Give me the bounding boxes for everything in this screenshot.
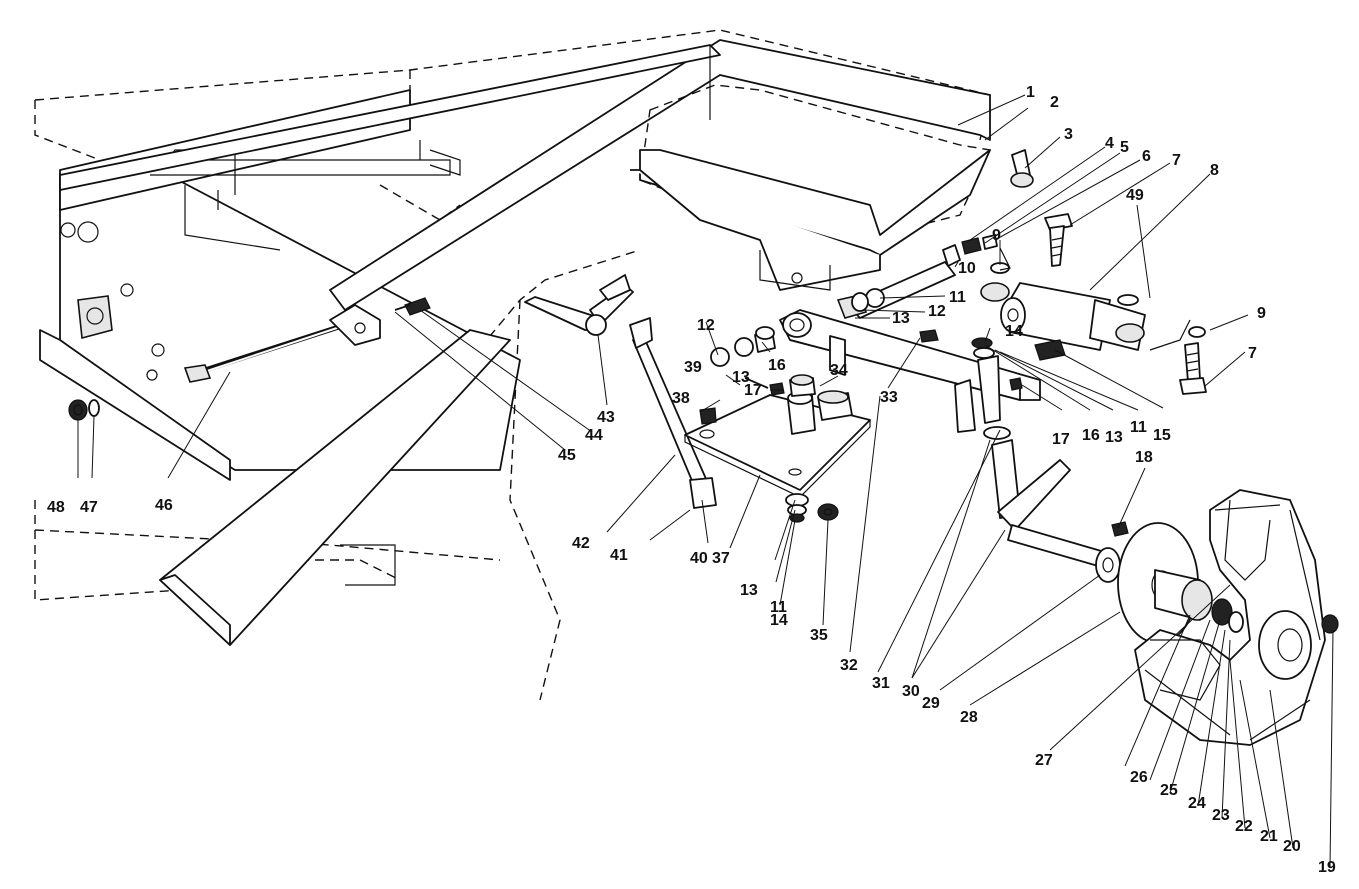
front-axle bbox=[779, 309, 1041, 433]
callout-27: 27 bbox=[1035, 752, 1053, 769]
frame-side-panel bbox=[39, 89, 521, 481]
callout-17a: 17 bbox=[1052, 431, 1070, 448]
callout-34: 34 bbox=[830, 362, 848, 379]
callout-30: 30 bbox=[902, 683, 920, 700]
bolt-lower bbox=[1179, 342, 1207, 395]
spindle-assembly bbox=[971, 337, 1129, 571]
callout-13a: 13 bbox=[892, 310, 910, 327]
callout-41: 41 bbox=[610, 547, 628, 564]
callout-26: 26 bbox=[1130, 769, 1148, 786]
wheel-assembly bbox=[1095, 489, 1339, 746]
callout-48: 48 bbox=[47, 499, 65, 516]
callout-11a: 11 bbox=[949, 289, 966, 306]
nut-washer-left bbox=[68, 399, 100, 421]
callout-45: 45 bbox=[558, 447, 576, 464]
pivot-tube-assembly bbox=[836, 234, 998, 319]
frame-rails bbox=[59, 39, 991, 311]
callout-10: 10 bbox=[958, 260, 976, 277]
callout-46: 46 bbox=[155, 497, 173, 514]
callout-40: 40 bbox=[690, 550, 708, 567]
callout-44: 44 bbox=[585, 427, 603, 444]
callout-22: 22 bbox=[1235, 818, 1253, 835]
callout-33: 33 bbox=[880, 389, 898, 406]
callout-31: 31 bbox=[872, 675, 890, 692]
callout-25: 25 bbox=[1160, 782, 1178, 799]
callout-20: 20 bbox=[1283, 838, 1301, 855]
callout-14b: 14 bbox=[770, 612, 788, 629]
callout-8: 8 bbox=[1210, 162, 1219, 179]
callout-18: 18 bbox=[1135, 449, 1153, 466]
callout-13d: 13 bbox=[740, 582, 758, 599]
callout-37: 37 bbox=[712, 550, 730, 567]
callout-6: 6 bbox=[1142, 148, 1151, 165]
tie-rod bbox=[183, 297, 431, 383]
callout-2: 2 bbox=[1050, 94, 1059, 111]
mounting-plate bbox=[684, 374, 871, 498]
callout-24: 24 bbox=[1188, 795, 1206, 812]
callout-16a: 16 bbox=[1082, 427, 1100, 444]
callout-5: 5 bbox=[1120, 139, 1129, 156]
callout-21: 21 bbox=[1260, 828, 1278, 845]
callout-49: 49 bbox=[1126, 187, 1144, 204]
steering-support-bracket bbox=[630, 84, 992, 291]
callout-9b: 9 bbox=[1257, 305, 1266, 322]
callout-16b: 16 bbox=[768, 357, 786, 374]
callout-13b: 13 bbox=[1105, 429, 1123, 446]
cylinder-assembly bbox=[980, 247, 1206, 351]
bolt-3 bbox=[1010, 149, 1034, 188]
callout-35: 35 bbox=[810, 627, 828, 644]
callout-11b: 11 bbox=[1130, 419, 1147, 436]
callout-1: 1 bbox=[1026, 84, 1035, 101]
axle-bushings bbox=[710, 326, 785, 396]
callout-43: 43 bbox=[597, 409, 615, 426]
callout-12a: 12 bbox=[928, 303, 946, 320]
steering-arm bbox=[524, 274, 634, 336]
front-bumper-rail bbox=[159, 329, 511, 646]
leader-lines bbox=[77, 94, 1334, 869]
callout-15: 15 bbox=[1153, 427, 1171, 444]
callout-7b: 7 bbox=[1248, 345, 1257, 362]
callout-9a: 9 bbox=[992, 227, 1001, 244]
callout-7a: 7 bbox=[1172, 152, 1181, 169]
callout-11c: 11 bbox=[770, 599, 787, 616]
lower-washers bbox=[785, 493, 839, 523]
callout-19: 19 bbox=[1318, 859, 1336, 876]
callout-12b: 12 bbox=[697, 317, 715, 334]
drag-link bbox=[629, 317, 717, 509]
callout-38: 38 bbox=[672, 390, 690, 407]
callout-47: 47 bbox=[80, 499, 98, 516]
callout-42: 42 bbox=[572, 535, 590, 552]
callout-32: 32 bbox=[840, 657, 858, 674]
callout-3: 3 bbox=[1064, 126, 1073, 143]
callout-13c: 13 bbox=[732, 369, 750, 386]
bolt-upper bbox=[1044, 213, 1073, 267]
callout-17b: 17 bbox=[744, 382, 762, 399]
callout-29: 29 bbox=[922, 695, 940, 712]
callout-23: 23 bbox=[1212, 807, 1230, 824]
callout-28: 28 bbox=[960, 709, 978, 726]
callout-4: 4 bbox=[1105, 135, 1114, 152]
callout-14a: 14 bbox=[1005, 323, 1023, 340]
callout-39: 39 bbox=[684, 359, 702, 376]
callout-labels: 1 2 3 4 5 6 7 7 8 9 9 10 11 11 11 12 12 … bbox=[47, 84, 1336, 876]
